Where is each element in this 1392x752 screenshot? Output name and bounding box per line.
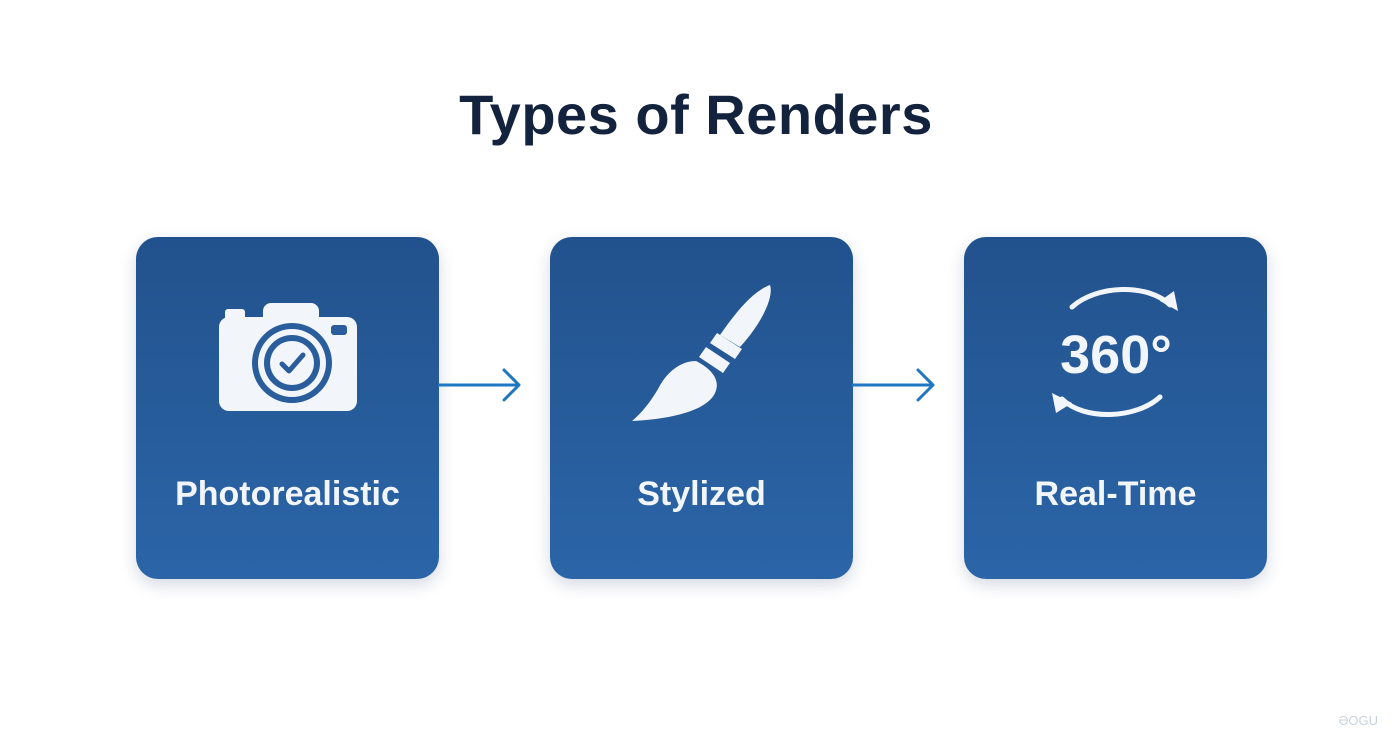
page-title: Types of Renders	[459, 83, 933, 146]
watermark-logo: ƏOGU	[1338, 713, 1378, 728]
card-real-time: 360° Real-Time	[964, 237, 1267, 579]
arrow-right-icon	[438, 368, 521, 402]
card-label-photorealistic: Photorealistic	[175, 475, 400, 513]
camera-icon	[136, 277, 439, 427]
card-stylized: Stylized	[550, 237, 853, 579]
paintbrush-icon	[550, 277, 853, 427]
card-photorealistic: Photorealistic	[136, 237, 439, 579]
rotation-360-icon: 360°	[964, 277, 1267, 427]
card-label-real-time: Real-Time	[1034, 475, 1197, 513]
card-label-stylized: Stylized	[637, 475, 766, 513]
arrow-right-icon	[852, 368, 935, 402]
icon-360-text: 360°	[1060, 325, 1172, 385]
